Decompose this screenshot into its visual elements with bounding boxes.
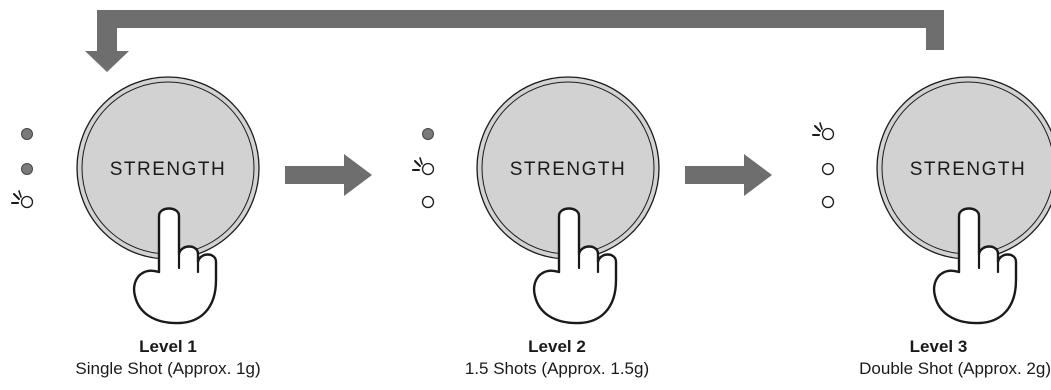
blinking-mark-icon (812, 122, 823, 136)
indicator-light-on (21, 128, 33, 140)
level-description: Double Shot (Approx. 2g) (859, 359, 1051, 378)
indicator-light-blinking (20, 195, 34, 209)
cycle-return-arrow (85, 10, 944, 72)
strength-button-label: STRENGTH (510, 159, 627, 180)
level-2-caption: Level 2 1.5 Shots (Approx. 1.5g) (392, 338, 722, 377)
indicator-light-off (821, 162, 835, 176)
level-description: Single Shot (Approx. 1g) (75, 359, 261, 378)
level-1-panel: STRENGTH (11, 76, 260, 325)
next-level-arrow (685, 154, 772, 196)
indicator-light-on (422, 128, 434, 140)
level-title: Level 2 (528, 337, 586, 356)
next-level-arrow (285, 154, 372, 196)
blinking-mark-icon (412, 157, 423, 171)
blinking-mark-icon (11, 190, 22, 204)
level-title: Level 3 (909, 337, 968, 356)
level-3-caption: Level 3 Double Shot (Approx. 2g) (721, 338, 1051, 377)
indicator-light-blinking (821, 127, 835, 141)
level-1-caption: Level 1 Single Shot (Approx. 1g) (3, 338, 333, 377)
level-description: 1.5 Shots (Approx. 1.5g) (464, 359, 650, 378)
indicator-light-off (421, 195, 435, 209)
strength-button-label: STRENGTH (910, 159, 1027, 180)
indicator-light-blinking (421, 162, 435, 176)
indicator-light-on (21, 163, 33, 175)
level-title: Level 1 (139, 337, 197, 356)
level-3-panel: STRENGTH (812, 76, 1051, 325)
strength-button-label: STRENGTH (110, 159, 227, 180)
indicator-light-off (821, 195, 835, 209)
level-2-panel: STRENGTH (412, 76, 660, 325)
